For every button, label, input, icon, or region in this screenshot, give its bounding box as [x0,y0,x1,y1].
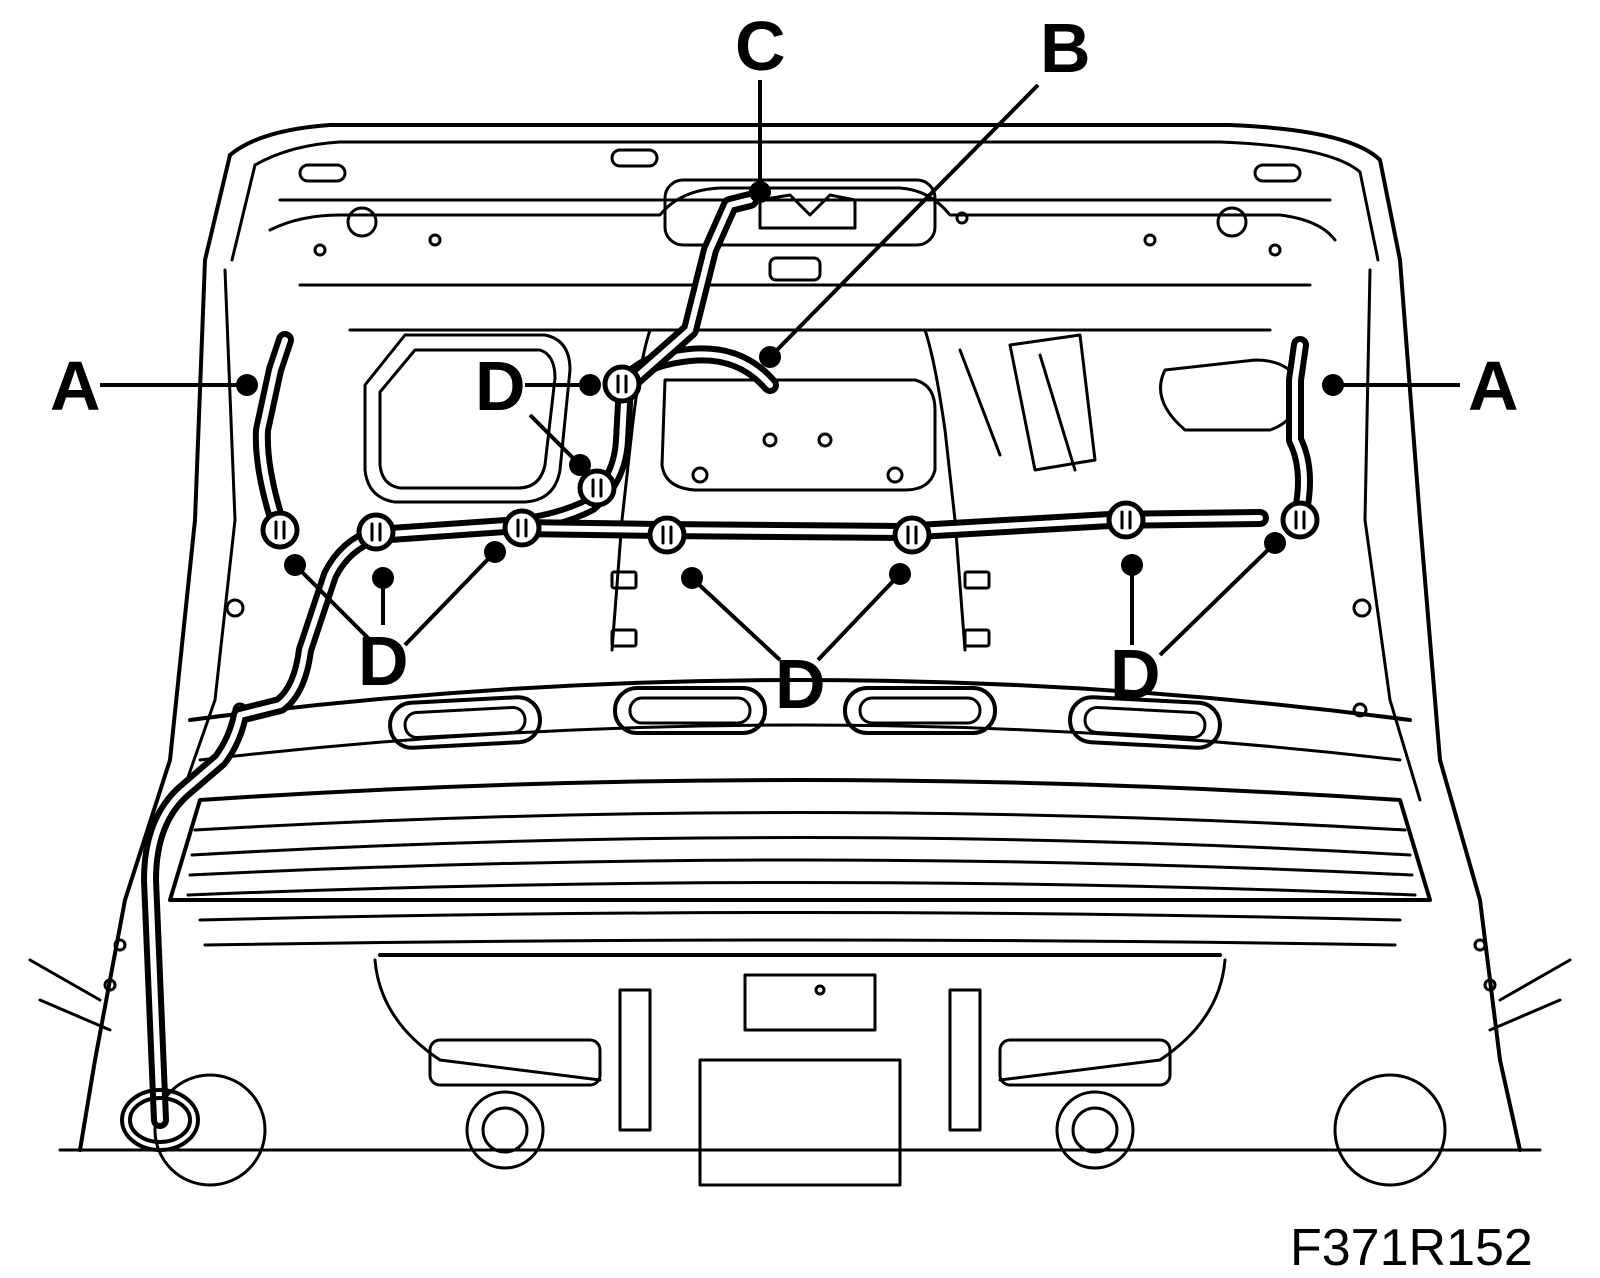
callout-d-top: D [475,347,526,425]
clip-2 [356,512,396,552]
clip-3 [502,508,542,548]
trunk-lid-outline [78,123,1522,1152]
callout-b: B [1040,9,1091,87]
callout-c: C [735,7,786,85]
callout-labels: A A B C D D D D [50,7,1519,723]
cross-member [188,678,1412,762]
clip-7 [892,515,932,555]
lower-panel [28,598,1572,1187]
clip-6 [647,515,687,555]
harness-clips [260,364,1320,555]
leader-lines [100,80,1460,662]
callout-d-center: D [775,645,826,723]
latch-panel [298,148,1302,282]
clip-1 [260,510,300,550]
figure-id: F371R152 [1290,1219,1533,1277]
clip-9 [1280,500,1320,540]
callout-a-left: A [50,347,101,425]
clip-8 [1106,500,1146,540]
callout-d-right: D [1110,635,1161,713]
clip-4 [577,468,617,508]
clip-5 [602,364,642,404]
callout-d-left: D [358,622,409,700]
callout-a-right: A [1468,347,1519,425]
